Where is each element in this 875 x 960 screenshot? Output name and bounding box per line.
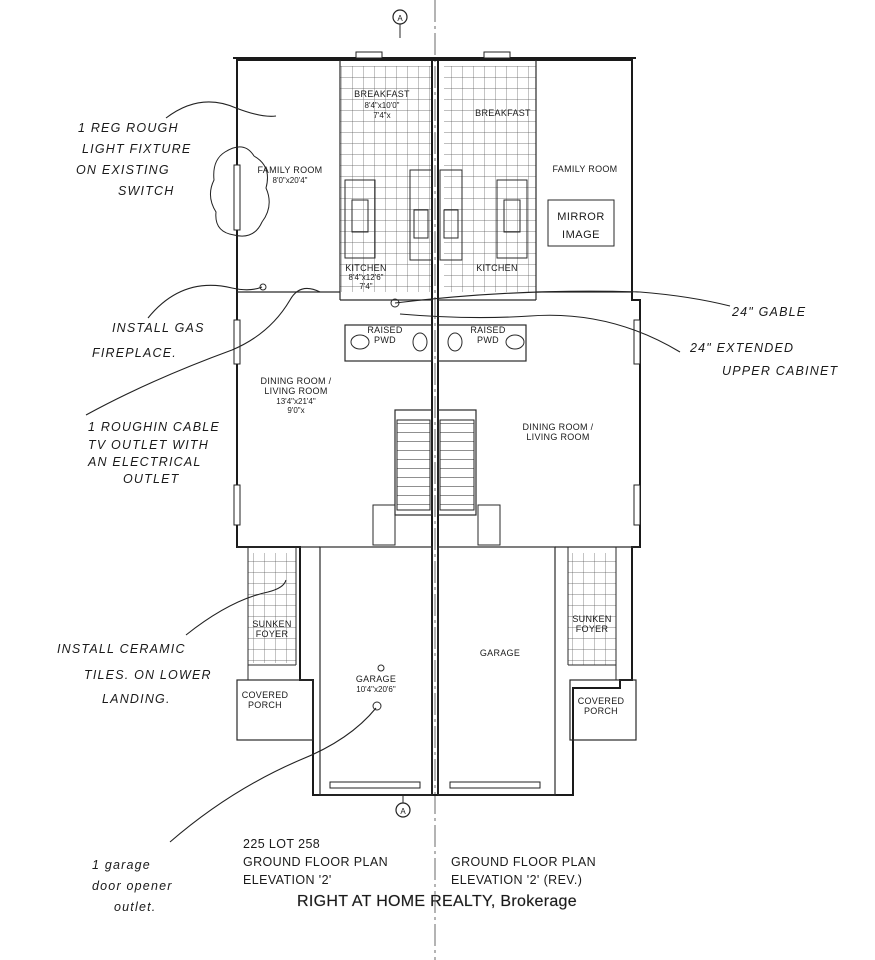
note-gas-2: FIREPLACE. <box>92 346 177 360</box>
room-foyer-left-1: SUNKEN <box>252 619 291 629</box>
note-cable-2: TV OUTLET WITH <box>88 438 209 452</box>
room-family-right: FAMILY ROOM <box>553 164 618 174</box>
room-pwd-right-2: PWD <box>477 335 499 345</box>
note-cable-1: 1 ROUGHIN CABLE <box>88 420 220 434</box>
section-marker-top-label: A <box>397 14 403 23</box>
note-light-3: ON EXISTING <box>76 163 170 177</box>
room-porch-right-1: COVERED <box>578 696 625 706</box>
room-foyer-right-2: FOYER <box>576 624 609 634</box>
section-marker-bottom-label: A <box>400 807 406 816</box>
room-kitchen-left-dim: 8'4"x12'6" <box>349 273 384 282</box>
room-dining-left-2: LIVING ROOM <box>264 386 327 396</box>
room-foyer-right-1: SUNKEN <box>572 614 611 624</box>
note-garage-2: door opener <box>92 879 173 893</box>
room-family-left-dim: 8'0"x20'4" <box>273 176 308 185</box>
room-pwd-left-1: RAISED <box>367 325 403 335</box>
room-breakfast-right: BREAKFAST <box>475 108 531 118</box>
note-cabinet-1: 24" EXTENDED <box>689 341 794 355</box>
note-tile-3: LANDING. <box>102 692 171 706</box>
note-cabinet-2: UPPER CABINET <box>722 364 838 378</box>
room-breakfast-left-dim: 8'4"x10'0" <box>365 101 400 110</box>
plan-captions: 225 LOT 258 GROUND FLOOR PLAN ELEVATION … <box>243 837 596 887</box>
room-garage-left-dim: 10'4"x20'6" <box>356 685 396 694</box>
room-kitchen-left: KITCHEN <box>345 263 387 273</box>
room-garage-left: GARAGE <box>356 674 396 684</box>
note-gas-1: INSTALL GAS <box>112 321 205 335</box>
room-garage-right: GARAGE <box>480 648 520 658</box>
note-garage-1: 1 garage <box>92 858 151 872</box>
fixtures <box>259 283 525 711</box>
annotation-leaders <box>85 101 731 843</box>
note-light-2: LIGHT FIXTURE <box>82 142 191 156</box>
section-marker-top: A <box>392 9 408 38</box>
caption-right-1: GROUND FLOOR PLAN <box>451 855 596 869</box>
windows <box>233 51 641 789</box>
room-dining-left-dim2: 9'0"x <box>287 406 304 415</box>
room-porch-left-1: COVERED <box>242 690 289 700</box>
room-breakfast-left: BREAKFAST <box>354 89 410 99</box>
tree-symbol <box>210 146 270 237</box>
room-dining-right-2: LIVING ROOM <box>526 432 589 442</box>
room-porch-right-2: PORCH <box>584 706 618 716</box>
room-breakfast-left-dim2: 7'4"x <box>373 111 390 120</box>
note-tile-1: INSTALL CERAMIC <box>57 642 186 656</box>
room-foyer-left-2: FOYER <box>256 629 289 639</box>
watermark: RIGHT AT HOME REALTY, Brokerage <box>297 893 577 910</box>
note-garage-3: outlet. <box>114 900 156 914</box>
room-kitchen-right: KITCHEN <box>476 263 518 273</box>
mirror-image-line1: MIRROR <box>557 211 605 223</box>
room-dining-left-1: DINING ROOM / <box>261 376 332 386</box>
room-kitchen-left-dim2: 7'4" <box>359 282 372 291</box>
caption-left-1: GROUND FLOOR PLAN <box>243 855 388 869</box>
room-labels: BREAKFAST 8'4"x10'0" 7'4"x BREAKFAST FAM… <box>242 89 625 716</box>
interior-walls-right <box>437 60 640 796</box>
room-porch-left-2: PORCH <box>248 700 282 710</box>
room-dining-left-dim: 13'4"x21'4" <box>276 397 316 406</box>
note-light-1: 1 REG ROUGH <box>78 121 179 135</box>
room-pwd-left-2: PWD <box>374 335 396 345</box>
mirror-image-line2: IMAGE <box>562 229 600 241</box>
room-family-left: FAMILY ROOM <box>258 165 323 175</box>
note-cable-4: OUTLET <box>123 472 180 486</box>
caption-left-2: ELEVATION '2' <box>243 873 332 887</box>
note-light-4: SWITCH <box>118 184 175 198</box>
caption-lot: 225 LOT 258 <box>243 837 320 851</box>
caption-right-2: ELEVATION '2' (REV.) <box>451 873 582 887</box>
note-cable-3: AN ELECTRICAL <box>87 455 202 469</box>
interior-walls-left <box>236 60 433 796</box>
tile-flooring <box>248 66 616 665</box>
note-tile-2: TILES. ON LOWER <box>84 668 212 682</box>
room-dining-right-1: DINING ROOM / <box>523 422 594 432</box>
handwritten-notes: 1 REG ROUGH LIGHT FIXTURE ON EXISTING SW… <box>57 121 838 914</box>
stairs <box>396 419 475 511</box>
note-gable: 24" GABLE <box>731 305 806 319</box>
room-pwd-right-1: RAISED <box>470 325 506 335</box>
section-marker-bottom: A <box>395 796 411 818</box>
